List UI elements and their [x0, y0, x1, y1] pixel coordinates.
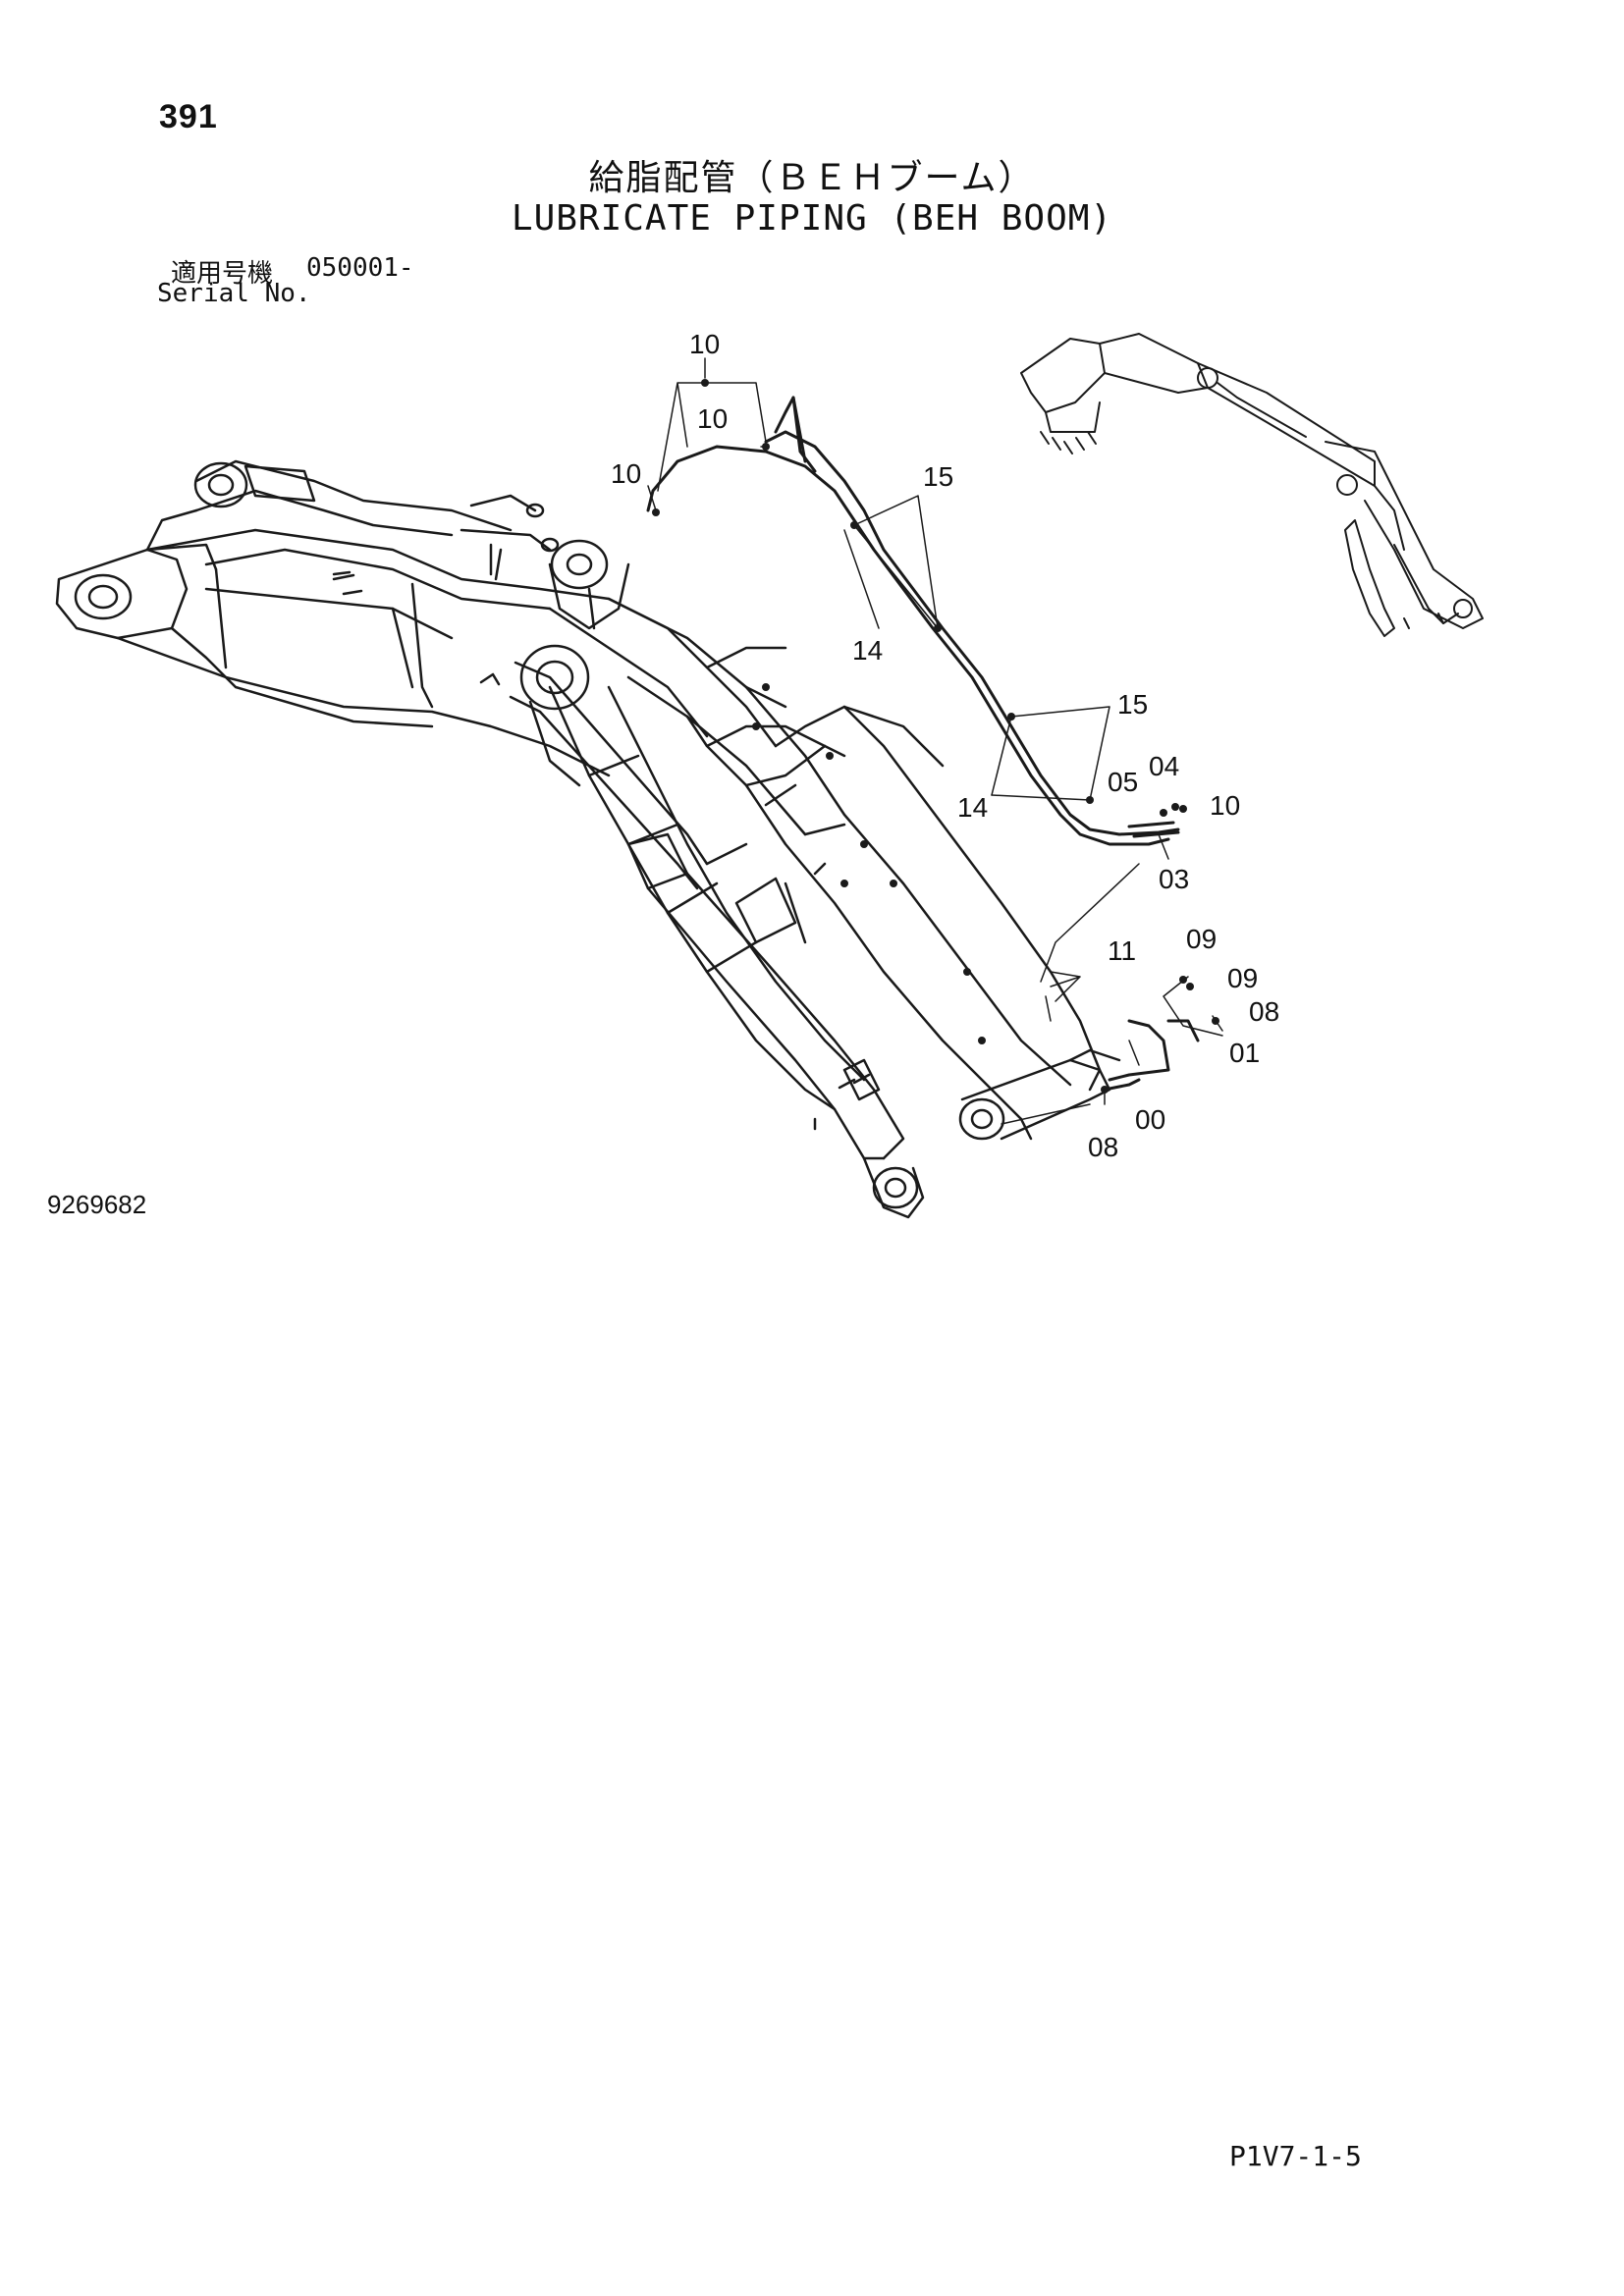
title-japanese: 給脂配管（ＢＥＨブーム）	[588, 158, 1036, 198]
callout-10-right: 10	[1210, 790, 1240, 821]
serial-label-japanese: 適用号機	[171, 259, 274, 289]
callout-15-lower: 15	[1117, 689, 1148, 720]
callout-10-middle: 10	[697, 403, 728, 434]
title-english: LUBRICATE PIPING (BEH BOOM)	[511, 198, 1113, 239]
callout-14-lower: 14	[957, 792, 988, 823]
boom-structure	[55, 459, 1121, 1219]
callout-14-upper: 14	[852, 635, 883, 666]
callout-09-lower: 09	[1227, 963, 1258, 993]
page-code: P1V7-1-5	[1229, 2140, 1362, 2172]
serial-label-english: Serial No.	[157, 279, 311, 308]
callout-08-bottom: 08	[1088, 1132, 1118, 1162]
callout-11: 11	[1108, 935, 1136, 966]
callout-05: 05	[1108, 767, 1138, 797]
callout-15-upper: 15	[923, 461, 953, 492]
serial-value: 050001-	[306, 253, 414, 283]
callout-04: 04	[1149, 751, 1179, 781]
drawing-number: 9269682	[47, 1190, 147, 1219]
callout-00: 00	[1135, 1104, 1165, 1135]
callout-08-right: 08	[1249, 996, 1279, 1027]
callout-01: 01	[1229, 1038, 1260, 1068]
callout-10-left: 10	[611, 458, 641, 489]
callout-09-upper: 09	[1186, 924, 1217, 954]
callout-labels: 10 10 10 15 14 15 14 05 04 10 03 11 09 0…	[611, 329, 1279, 1162]
callout-10-top: 10	[689, 329, 720, 359]
page-number: 391	[159, 98, 218, 135]
grease-fittings	[652, 379, 1219, 1094]
callout-03: 03	[1159, 864, 1189, 894]
excavator-front-inset	[1020, 333, 1484, 637]
grease-piping	[646, 396, 1200, 1092]
